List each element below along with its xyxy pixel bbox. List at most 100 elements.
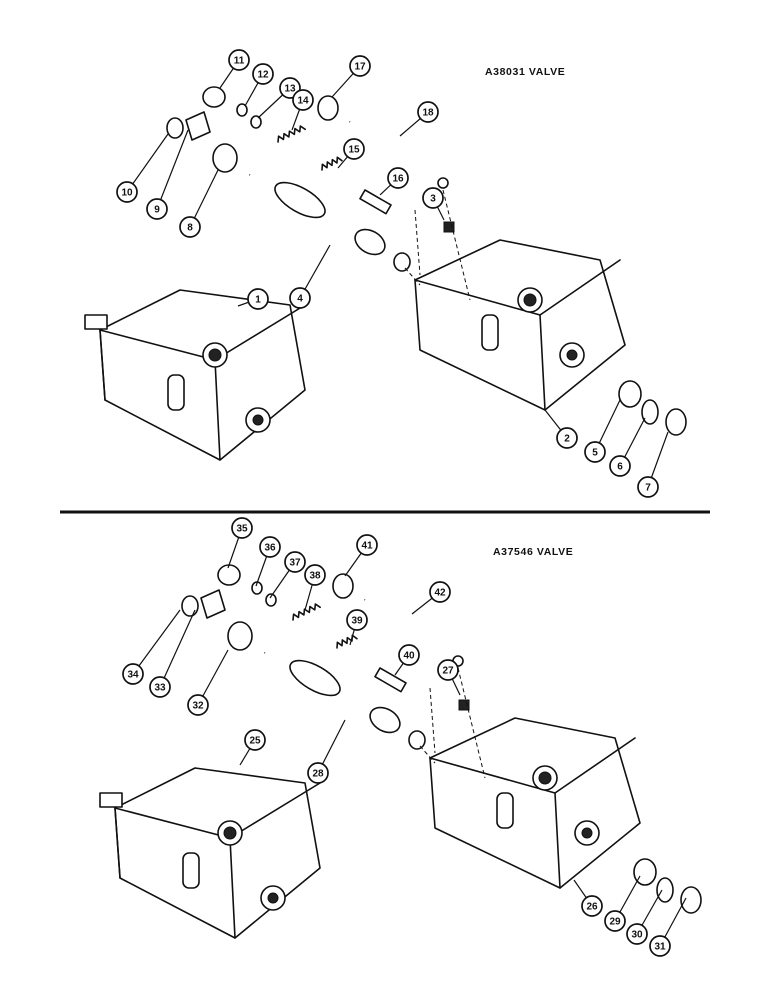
callout-10: 10	[116, 181, 138, 203]
assembly-a37546-artwork	[99, 564, 702, 939]
callout-label: 6	[617, 462, 623, 473]
callout-9: 9	[146, 198, 168, 220]
callout-15: 15	[343, 138, 365, 160]
plunger-rod	[348, 120, 449, 189]
callout-label: 16	[392, 174, 404, 185]
callout-39: 39	[346, 609, 368, 631]
callout-label: 11	[234, 56, 245, 67]
alignment-line	[414, 209, 421, 276]
callout-35: 35	[231, 517, 253, 539]
callout-25: 25	[244, 729, 266, 751]
callout-41: 41	[356, 534, 378, 556]
callout-layer: 1234567891011121314151617182526272829303…	[116, 49, 687, 957]
callout-7: 7	[637, 476, 659, 498]
callout-8: 8	[179, 216, 201, 238]
callout-2: 2	[556, 427, 578, 449]
callout-14: 14	[292, 89, 314, 111]
spring-small	[321, 156, 343, 171]
callout-label: 13	[284, 84, 296, 95]
o-ring-small	[236, 103, 248, 117]
callout-label: 17	[354, 62, 366, 73]
spring-large	[277, 125, 306, 143]
callout-3: 3	[422, 187, 444, 209]
callout-label: 2	[564, 434, 570, 445]
callout-label: 30	[631, 930, 643, 941]
valve-body-left	[99, 767, 321, 939]
callout-leader	[159, 609, 196, 688]
callout-label: 7	[645, 483, 651, 494]
alignment-line	[419, 745, 436, 764]
seal	[317, 95, 339, 121]
valve-spool	[248, 172, 411, 272]
callout-label: 42	[434, 588, 446, 599]
callout-4: 4	[289, 287, 311, 309]
plug	[202, 86, 226, 108]
callout-label: 25	[249, 736, 261, 747]
callout-label: 28	[312, 769, 324, 780]
callout-16: 16	[387, 167, 409, 189]
seal	[332, 573, 354, 599]
callout-label: 14	[297, 96, 309, 107]
valve-spool	[263, 650, 426, 750]
callout-17: 17	[349, 55, 371, 77]
callout-label: 12	[257, 70, 269, 81]
callout-37: 37	[284, 551, 306, 573]
callout-32: 32	[187, 694, 209, 716]
valve-body-right	[414, 239, 626, 411]
callout-label: 3	[430, 194, 436, 205]
callout-12: 12	[252, 63, 274, 85]
alignment-line	[457, 667, 486, 779]
end-o-ring	[656, 877, 674, 903]
callout-label: 34	[127, 670, 139, 681]
callout-13: 13	[279, 77, 301, 99]
valve-body-left	[84, 289, 306, 461]
callout-label: 38	[309, 571, 321, 582]
end-o-ring	[641, 399, 659, 425]
callout-6: 6	[609, 455, 631, 477]
callout-label: 31	[654, 942, 666, 953]
end-snap-ring	[665, 408, 687, 436]
callout-leader	[156, 129, 189, 210]
end-plug	[618, 380, 642, 408]
backup-ring	[265, 593, 277, 607]
callout-11: 11	[228, 49, 250, 71]
callout-label: 26	[586, 902, 598, 913]
callout-label: 29	[609, 917, 621, 928]
poppet	[374, 667, 407, 693]
callout-label: 9	[154, 205, 160, 216]
assembly-title-a37546: A37546 VALVE	[493, 546, 574, 558]
end-plug	[633, 858, 657, 886]
retainer-plate	[185, 111, 211, 141]
callout-label: 35	[236, 524, 248, 535]
callout-28: 28	[307, 762, 329, 784]
seal-large	[227, 621, 253, 651]
snap-ring-small	[166, 117, 184, 139]
set-screw	[458, 699, 470, 711]
callout-40: 40	[398, 644, 420, 666]
callout-38: 38	[304, 564, 326, 586]
spring-large	[292, 603, 321, 621]
seal-large	[212, 143, 238, 173]
callout-label: 4	[297, 294, 303, 305]
callout-18: 18	[417, 101, 439, 123]
callout-36: 36	[259, 536, 281, 558]
callout-label: 37	[289, 558, 301, 569]
plug	[217, 564, 241, 586]
callout-1: 1	[247, 288, 269, 310]
callout-label: 15	[348, 145, 360, 156]
alignment-line	[442, 189, 471, 301]
assembly-title-a38031: A38031 VALVE	[485, 66, 566, 78]
callout-29: 29	[604, 910, 626, 932]
snap-ring-small	[181, 595, 199, 617]
callout-label: 1	[255, 295, 261, 306]
alignment-line	[404, 267, 421, 286]
callout-label: 40	[403, 651, 415, 662]
callout-label: 27	[442, 666, 454, 677]
alignment-line	[429, 687, 436, 754]
callout-33: 33	[149, 676, 171, 698]
callout-label: 10	[121, 188, 133, 199]
retainer-plate	[200, 589, 226, 619]
callout-label: 41	[361, 541, 373, 552]
spring-small	[336, 634, 358, 649]
